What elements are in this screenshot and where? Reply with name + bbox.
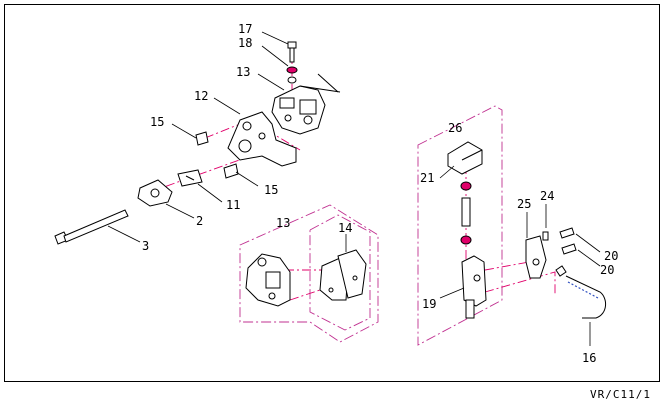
bracket-bolt-15-upper bbox=[195, 131, 209, 146]
assembly-line-pads bbox=[268, 269, 330, 301]
callout-11: 11 bbox=[226, 198, 240, 212]
callout-13-pad-kit: 13 bbox=[276, 216, 290, 230]
brake-pads-14 bbox=[319, 249, 367, 301]
caliper-bracket-12 bbox=[227, 111, 297, 167]
callout-19: 19 bbox=[422, 297, 436, 311]
group-outline-pad-kit bbox=[239, 204, 379, 343]
callout-24: 24 bbox=[540, 189, 554, 203]
callout-3: 3 bbox=[142, 239, 149, 253]
callout-16: 16 bbox=[582, 351, 596, 365]
reservoir-seals bbox=[460, 181, 472, 245]
callout-20-upper: 20 bbox=[604, 249, 618, 263]
collar-2 bbox=[137, 179, 173, 207]
leader-lines bbox=[107, 31, 601, 346]
callout-17: 17 bbox=[238, 22, 252, 36]
lever-bracket-25 bbox=[525, 235, 547, 279]
drawing-reference-code: VR/C11/1 bbox=[590, 388, 651, 401]
callout-25: 25 bbox=[517, 197, 531, 211]
callout-15-lower: 15 bbox=[264, 183, 278, 197]
washer-18 bbox=[286, 66, 298, 84]
master-cylinder-19 bbox=[461, 255, 487, 319]
group-outline-pads bbox=[309, 214, 371, 331]
brake-hose-16 bbox=[555, 265, 606, 319]
axle-bolt-3 bbox=[54, 209, 129, 245]
callout-26: 26 bbox=[448, 121, 462, 135]
screw-20-upper bbox=[559, 227, 575, 239]
bracket-bolt-15-lower bbox=[223, 163, 239, 179]
callout-20-lower: 20 bbox=[600, 263, 614, 277]
caliper-bolt-17 bbox=[287, 41, 297, 63]
pivot-pin-24 bbox=[542, 231, 549, 241]
brake-caliper-13-lower bbox=[245, 253, 291, 307]
callout-13-caliper: 13 bbox=[236, 65, 250, 79]
brake-caliper-13 bbox=[271, 73, 341, 135]
callout-18: 18 bbox=[238, 36, 252, 50]
callout-15-upper: 15 bbox=[150, 115, 164, 129]
group-outline-master-cylinder bbox=[417, 105, 503, 346]
reservoir-cap-21 bbox=[447, 141, 483, 175]
callout-14: 14 bbox=[338, 221, 352, 235]
diagram-frame bbox=[4, 4, 660, 382]
callout-21: 21 bbox=[420, 171, 434, 185]
spacer-11 bbox=[177, 169, 203, 187]
callout-12: 12 bbox=[194, 89, 208, 103]
callout-2: 2 bbox=[196, 214, 203, 228]
assembly-line-bracket bbox=[204, 119, 301, 151]
screw-20-lower bbox=[561, 243, 577, 255]
